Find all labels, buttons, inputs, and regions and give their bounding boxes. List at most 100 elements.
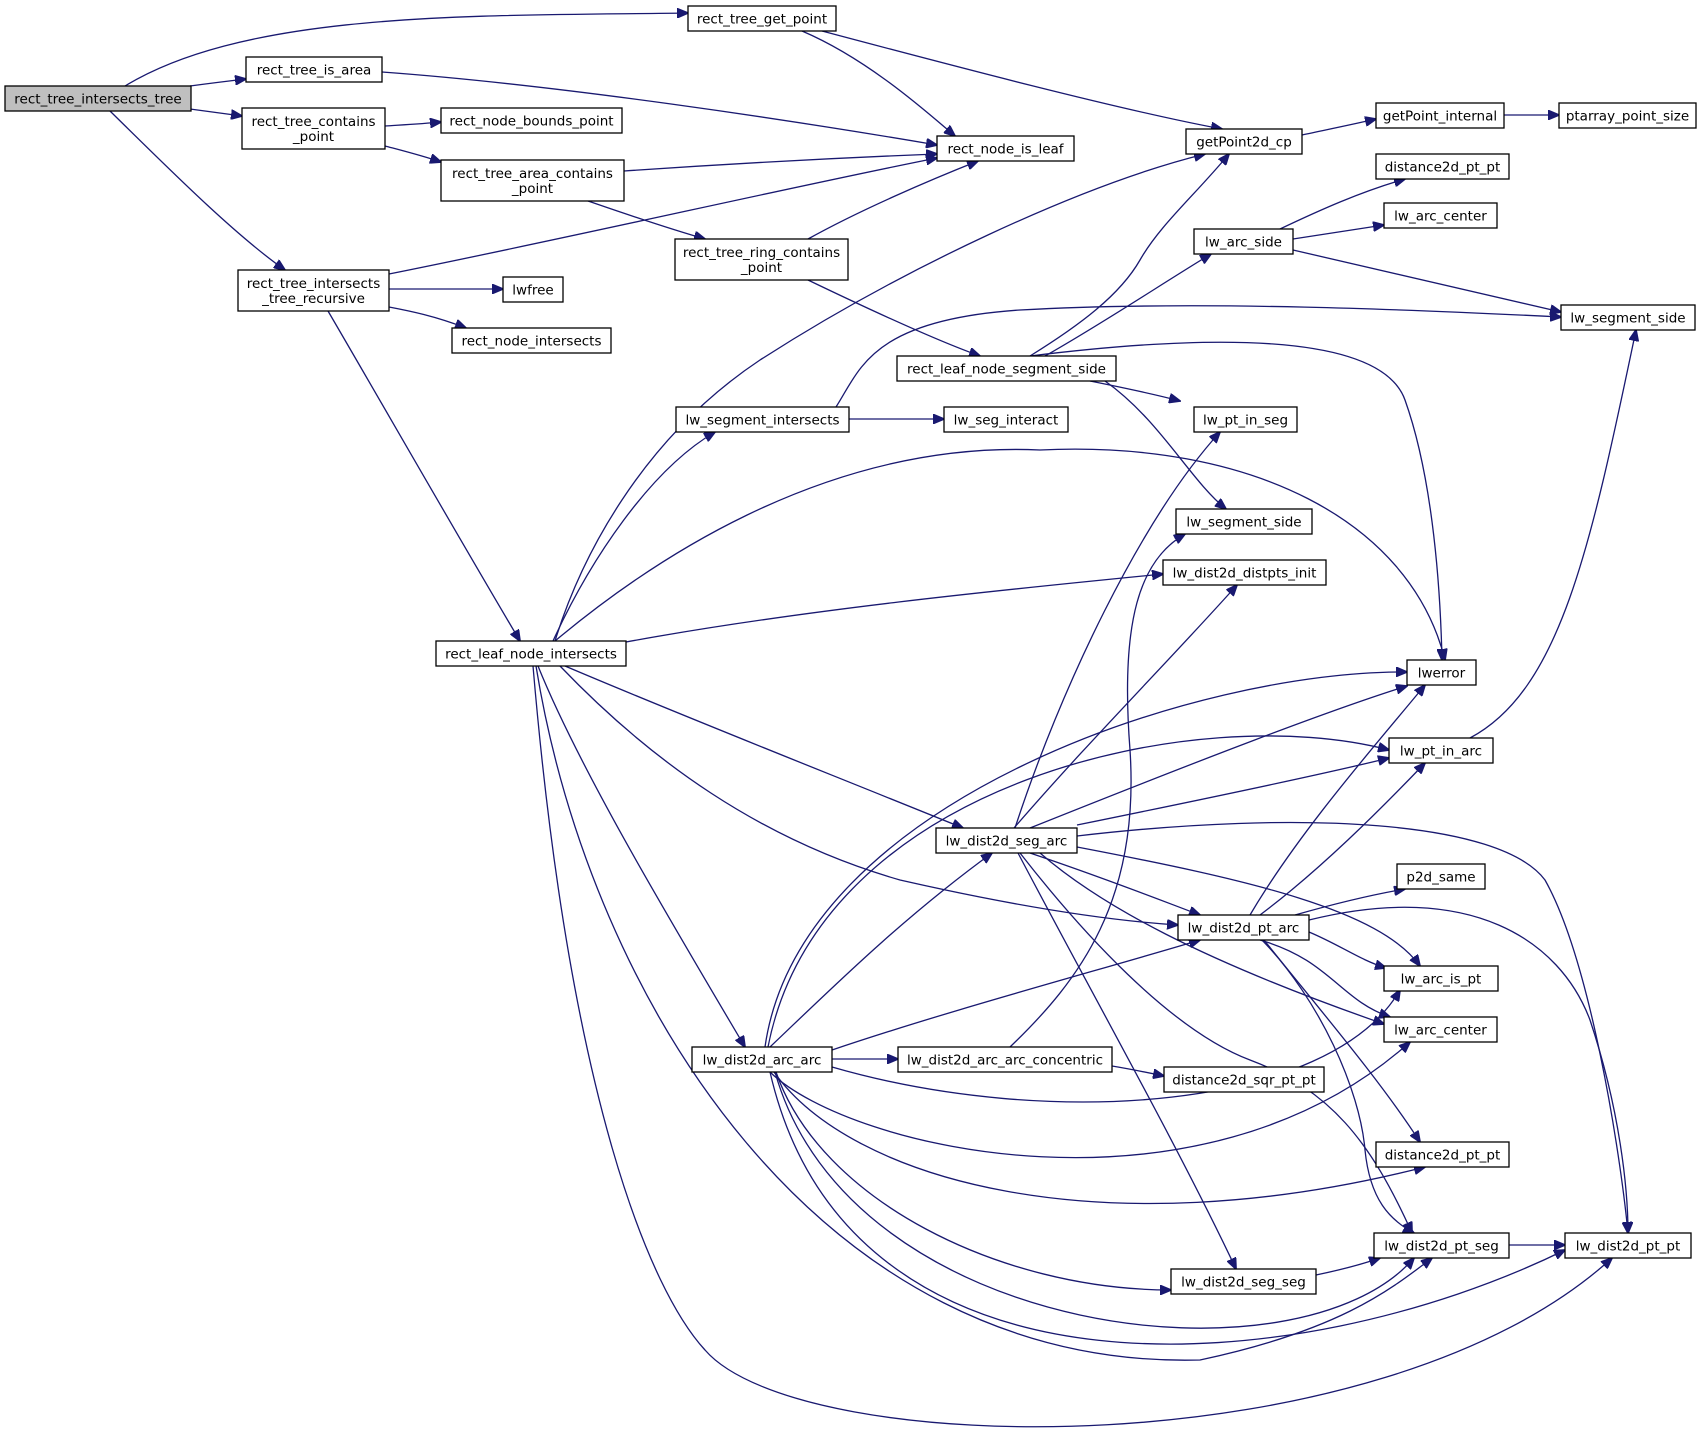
node-getpoint2d-cp[interactable]: getPoint2d_cp (1185, 128, 1303, 155)
node-lw-arc-center-b[interactable]: lw_arc_center (1383, 1016, 1498, 1043)
edge-line (1111, 1065, 1164, 1076)
node-label: lw_dist2d_seg_arc (946, 834, 1068, 850)
node-lw-segment-intersects[interactable]: lw_segment_intersects (675, 406, 850, 433)
node-seg-seg[interactable]: lw_dist2d_seg_seg (1170, 1268, 1317, 1295)
node-box (691, 1046, 833, 1073)
node-lw-arc-center-a[interactable]: lw_arc_center (1383, 202, 1498, 229)
node-lw-pt-in-seg[interactable]: lw_pt_in_seg (1193, 406, 1298, 433)
edge-line (1029, 686, 1407, 829)
node-leaf-intersects[interactable]: rect_leaf_node_intersects (435, 640, 627, 667)
node-is-leaf[interactable]: rect_node_is_leaf (936, 135, 1075, 162)
edge-line (1301, 119, 1376, 136)
node-root[interactable]: rect_tree_intersects_tree (4, 85, 192, 112)
node-getpoint-internal[interactable]: getPoint_internal (1375, 102, 1505, 129)
node-lw-segment-side-a[interactable]: lw_segment_side (1560, 304, 1696, 331)
edge-lw_arc_side-to-lw_arc_center_a (1292, 225, 1384, 240)
edge-line (1029, 341, 1442, 660)
node-label: distance2d_sqr_pt_pt (1172, 1073, 1316, 1089)
node-ring-contains[interactable]: rect_tree_ring_contains_point (674, 238, 849, 281)
node-box (1383, 965, 1499, 992)
node-box (1560, 304, 1696, 331)
node-lw-seg-interact[interactable]: lw_seg_interact (943, 406, 1069, 433)
edge-line (1009, 534, 1185, 1048)
edge-line (807, 279, 980, 356)
node-distance2d-sqr[interactable]: distance2d_sqr_pt_pt (1163, 1066, 1325, 1093)
edge-lw_pt_in_arc-to-lw_segment_side_a (1469, 330, 1636, 739)
edge-contains_point-to-bounds_point (384, 122, 441, 126)
edge-line (773, 1071, 1425, 1205)
node-pt-arc[interactable]: lw_dist2d_pt_arc (1177, 914, 1310, 941)
node-distance2d-pt-pt-b[interactable]: distance2d_pt_pt (1375, 1141, 1510, 1168)
edge-pt_arc-to-lw_pt_in_arc (1259, 763, 1425, 916)
edge-root-to-get_point (124, 13, 688, 87)
node-box (1162, 559, 1327, 586)
edge-line (1019, 852, 1412, 1233)
edge-line (384, 122, 441, 126)
node-label: lw_arc_center (1394, 209, 1487, 225)
node-node-intersects[interactable]: rect_node_intersects (451, 327, 612, 354)
edge-line (564, 665, 963, 828)
node-contains-point[interactable]: rect_tree_contains_point (241, 107, 386, 150)
node-box (687, 5, 837, 32)
node-p2d-same[interactable]: p2d_same (1396, 863, 1486, 890)
edge-pt_arc-to-lwerror (1249, 685, 1425, 916)
edge-seg_arc-to-lw_arc_center_b (1039, 852, 1384, 1024)
node-distance2d-pt-pt-a[interactable]: distance2d_pt_pt (1375, 153, 1510, 180)
node-distpts-init[interactable]: lw_dist2d_distpts_init (1162, 559, 1327, 586)
node-pt-pt[interactable]: lw_dist2d_pt_pt (1564, 1232, 1692, 1259)
edge-line (835, 305, 1561, 408)
node-lw-arc-side[interactable]: lw_arc_side (1193, 228, 1294, 255)
edge-line (623, 154, 937, 172)
edge-line (1029, 852, 1200, 915)
node-label: rect_tree_intersects_tree (14, 92, 181, 108)
edge-line (552, 432, 715, 642)
node-box (1185, 128, 1303, 155)
node-label: lw_dist2d_pt_arc (1188, 921, 1300, 937)
edge-line (1259, 939, 1390, 1017)
node-box (1193, 228, 1294, 255)
node-lw-arc-is-pt[interactable]: lw_arc_is_pt (1383, 965, 1499, 992)
node-label: getPoint_internal (1383, 109, 1497, 125)
edge-leaf_intersects-to-arc_arc (537, 665, 745, 1047)
node-arc-arc-concentric[interactable]: lw_dist2d_arc_arc_concentric (897, 1046, 1113, 1073)
node-label: lw_dist2d_distpts_init (1173, 566, 1317, 582)
node-arc-arc[interactable]: lw_dist2d_arc_arc (691, 1046, 833, 1073)
node-box (935, 827, 1078, 854)
edge-arc_arc_concentric-to-lw_segment_side_b (1009, 534, 1185, 1048)
node-box (943, 406, 1069, 433)
edge-line (821, 30, 1222, 129)
edge-lw_segment_intersects-to-lw_segment_side_a (835, 305, 1561, 408)
node-bounds-point[interactable]: rect_node_bounds_point (440, 107, 623, 134)
edge-arc_arc-to-distance2d_pt_pt_b (773, 1071, 1425, 1205)
node-lw-segment-side-b[interactable]: lw_segment_side (1175, 508, 1313, 535)
node-ptarray-point-size[interactable]: ptarray_point_size (1558, 102, 1697, 129)
edge-arc_arc-to-pt_arc (831, 940, 1200, 1051)
node-label: lw_segment_side (1570, 311, 1685, 327)
edge-line (801, 30, 955, 136)
edge-line (1259, 763, 1425, 916)
node-label: _point (740, 260, 782, 276)
node-label: rect_tree_ring_contains (683, 245, 840, 261)
node-label: rect_tree_intersects (247, 276, 380, 292)
node-get-point[interactable]: rect_tree_get_point (687, 5, 837, 32)
edge-line (1315, 1258, 1380, 1276)
node-is-area[interactable]: rect_tree_is_area (245, 56, 383, 83)
node-pt-seg[interactable]: lw_dist2d_pt_seg (1373, 1232, 1510, 1259)
node-lw-pt-in-arc[interactable]: lw_pt_in_arc (1388, 737, 1494, 764)
node-box (1375, 1141, 1510, 1168)
edge-line (1076, 758, 1389, 826)
node-lwfree[interactable]: lwfree (502, 276, 564, 303)
node-label: rect_tree_get_point (697, 12, 827, 28)
edge-line (189, 108, 242, 116)
edge-root-to-contains_point (189, 108, 242, 116)
node-seg-arc[interactable]: lw_dist2d_seg_arc (935, 827, 1078, 854)
edge-line (388, 306, 466, 328)
node-lwerror[interactable]: lwerror (1406, 659, 1477, 686)
edge-arc_arc-to-seg_arc (769, 853, 992, 1048)
edge-lw_arc_side-to-distance2d_pt_pt_a (1279, 179, 1405, 230)
node-label: rect_leaf_node_intersects (445, 647, 617, 663)
node-box (1175, 508, 1313, 535)
node-leaf-seg-side[interactable]: rect_leaf_node_segment_side (896, 355, 1117, 382)
node-tree-recursive[interactable]: rect_tree_intersects_tree_recursive (237, 269, 390, 312)
node-area-contains[interactable]: rect_tree_area_contains_point (440, 159, 625, 202)
